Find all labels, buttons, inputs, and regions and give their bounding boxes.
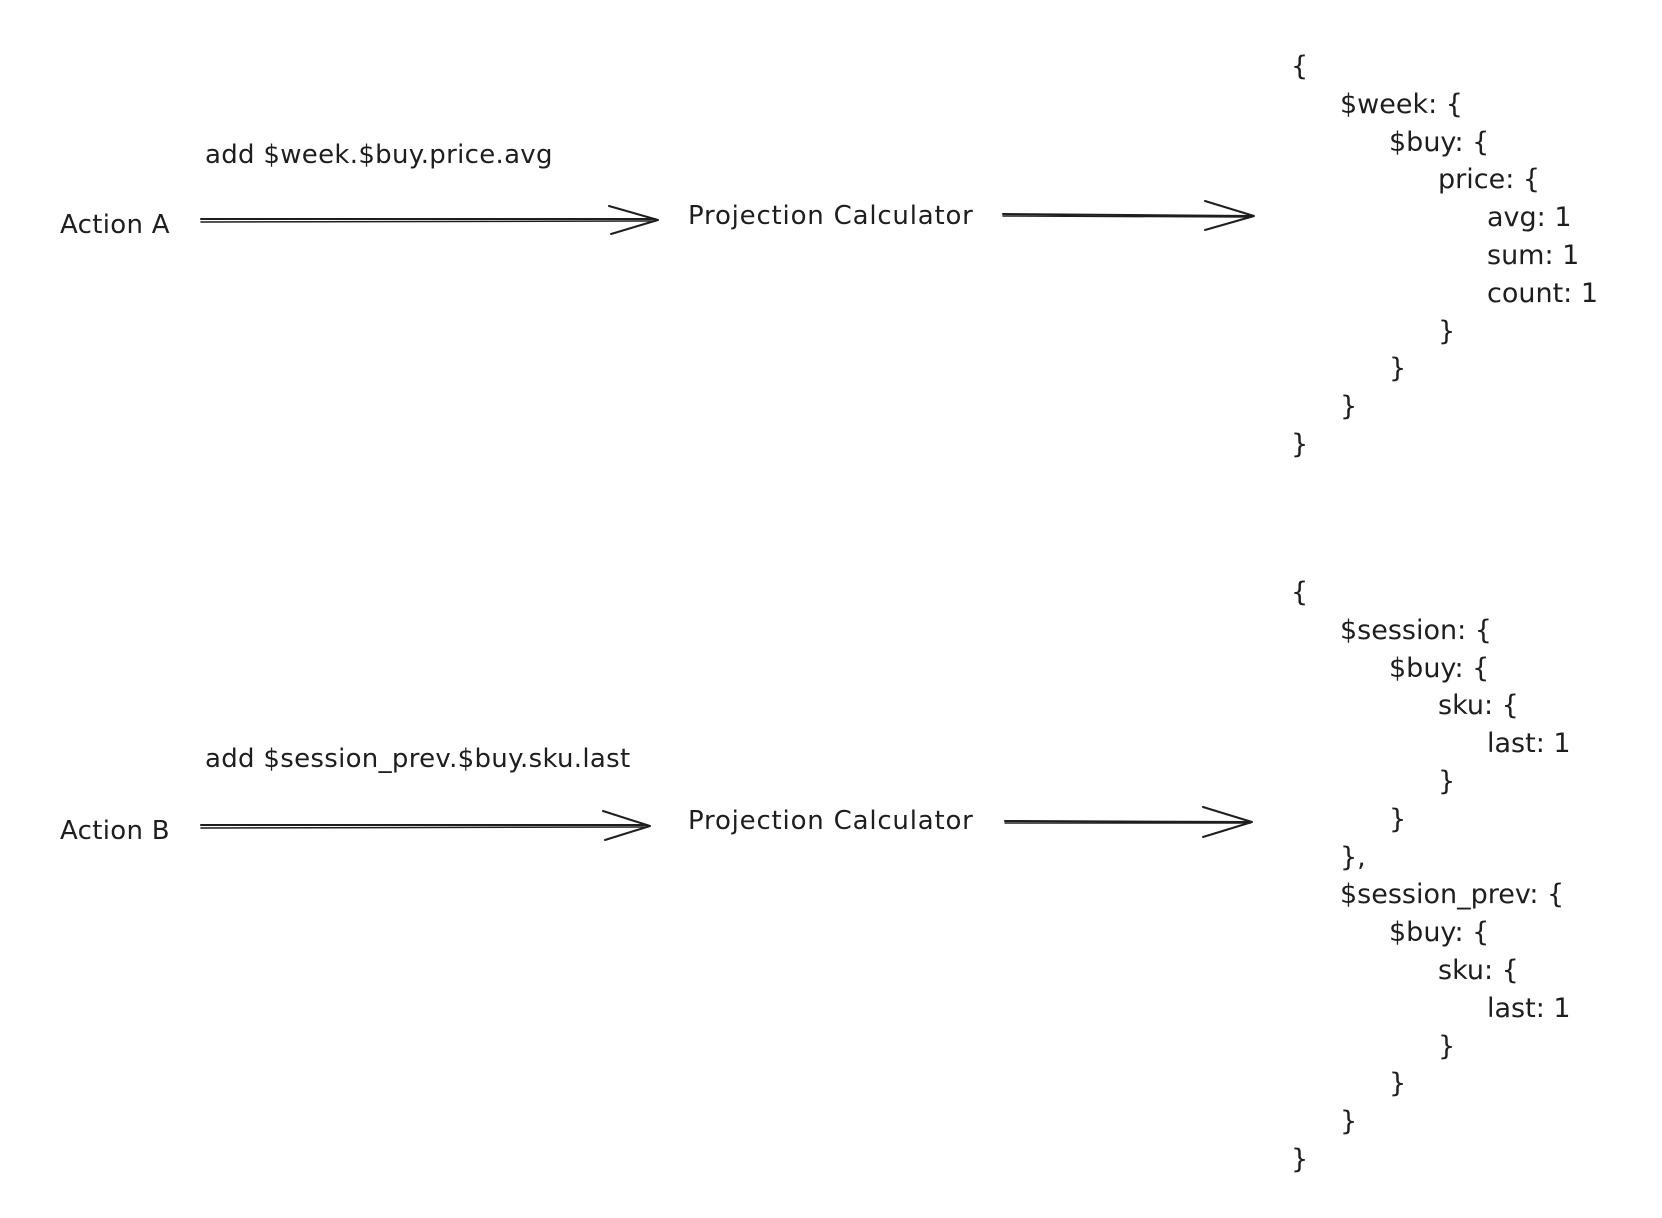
json-line: { [1291,51,1309,82]
json-line: last: 1 [1487,728,1571,760]
json-line: } [1340,391,1358,423]
json-line: $buy: { [1389,652,1490,684]
operation-label-b: add $session_prev.$buy.sku.last [205,744,631,774]
json-line: } [1438,1030,1456,1062]
operation-label-a: add $week.$buy.price.avg [205,140,553,170]
json-line: } [1340,1106,1358,1138]
json-line: } [1389,803,1407,835]
json-line: sku: { [1438,690,1519,722]
json-line: }, [1340,841,1366,873]
json-line: sku: { [1438,954,1519,986]
json-line: { [1291,577,1309,608]
json-line: } [1291,428,1309,460]
json-line: avg: 1 [1487,202,1572,234]
arrow-calculator-a-to-output[interactable] [1002,200,1255,231]
output-json-b: { $session: { $buy: { sku: { last: 1}}}, $ses… [1291,574,1571,1179]
json-line: $week: { [1340,88,1463,120]
json-line: $session: { [1340,614,1492,646]
arrow-calculator-b-to-output[interactable] [1004,806,1253,838]
output-json-a: { $week: { $buy: { price: { avg: 1 sum: 1 coun… [1291,48,1598,464]
json-line: $buy: { [1389,126,1490,158]
json-line: last: 1 [1487,992,1571,1024]
json-line: count: 1 [1487,277,1599,309]
json-line: } [1291,1143,1309,1175]
projection-calculator-a: Projection Calculator [688,201,974,231]
json-line: } [1389,353,1407,385]
json-line: price: { [1438,164,1541,196]
arrow-action-a-to-calculator[interactable] [200,205,659,235]
json-line: } [1389,1068,1407,1100]
json-line: $session_prev: { [1340,879,1565,911]
action-b-label: Action B [60,816,170,846]
json-line: } [1438,315,1456,347]
action-a-label: Action A [60,210,170,240]
projection-calculator-b: Projection Calculator [688,806,974,836]
json-line: } [1438,765,1456,797]
json-line: sum: 1 [1487,239,1580,271]
arrow-action-b-to-calculator[interactable] [200,810,651,841]
json-line: $buy: { [1389,917,1490,949]
